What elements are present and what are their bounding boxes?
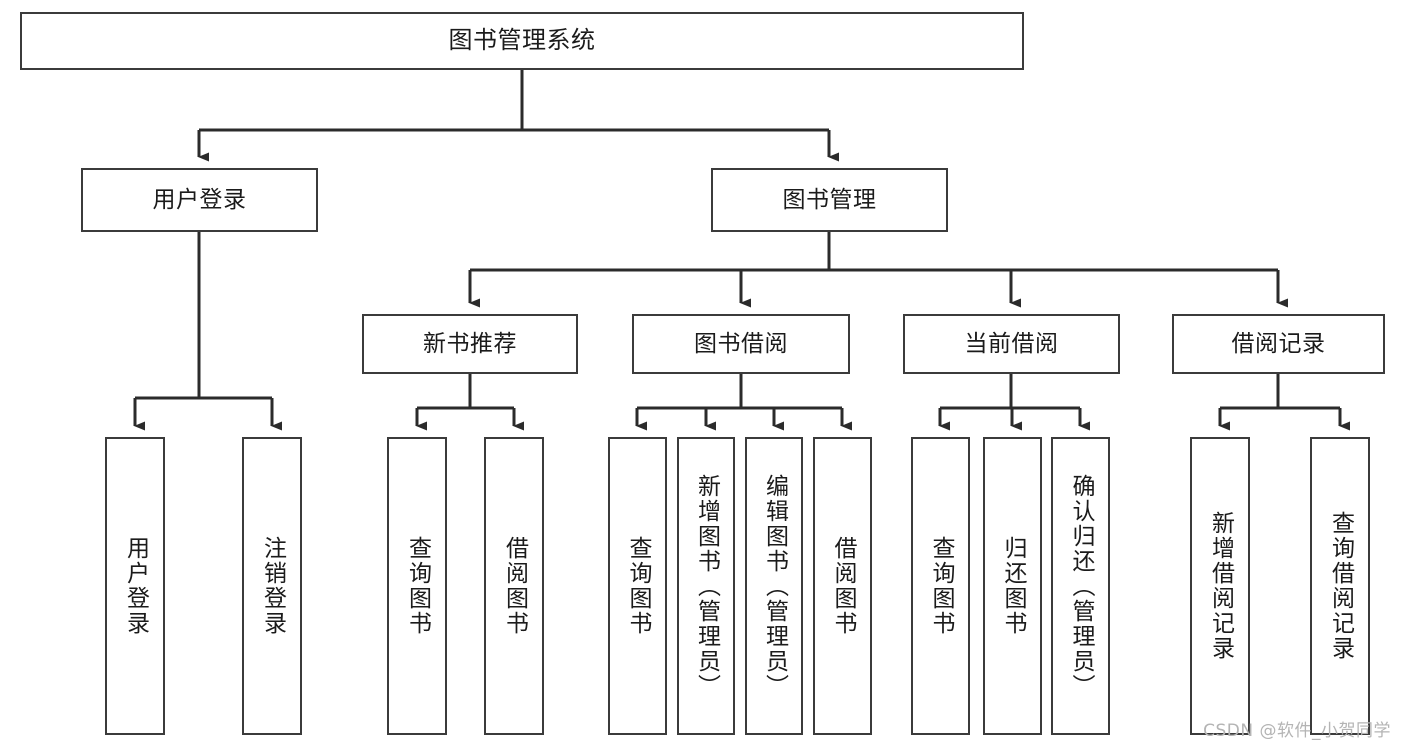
node-leaf-add-record-label: 新增借阅记录 — [1207, 511, 1234, 661]
node-book-manage[interactable]: 图书管理 — [711, 168, 948, 232]
node-leaf-query-book-1[interactable]: 查询图书 — [387, 437, 447, 735]
node-leaf-query-book-3[interactable]: 查询图书 — [911, 437, 970, 735]
csdn-watermark: CSDN @软件_小贺同学 — [1203, 721, 1391, 741]
node-leaf-user-login-label: 用户登录 — [122, 536, 149, 636]
node-leaf-borrow-book-2-label: 借阅图书 — [830, 536, 856, 636]
node-leaf-return-book[interactable]: 归还图书 — [983, 437, 1042, 735]
node-leaf-logout-label: 注销登录 — [259, 536, 286, 636]
node-current-borrow-label: 当前借阅 — [964, 330, 1059, 357]
node-leaf-query-book-1-label: 查询图书 — [404, 536, 431, 636]
node-leaf-query-book-2[interactable]: 查询图书 — [608, 437, 667, 735]
node-leaf-edit-book-label: 编辑图书（管理员） — [761, 473, 788, 699]
node-book-borrow-label: 图书借阅 — [694, 330, 788, 357]
node-book-manage-label: 图书管理 — [782, 186, 877, 213]
node-new-book-recommend-label: 新书推荐 — [423, 330, 517, 357]
node-leaf-query-record-label: 查询借阅记录 — [1327, 511, 1354, 661]
node-leaf-borrow-book-1-label: 借阅图书 — [501, 536, 528, 636]
node-borrow-record-label: 借阅记录 — [1231, 330, 1326, 357]
node-leaf-confirm-return-label: 确认归还（管理员） — [1068, 473, 1094, 699]
node-leaf-query-record[interactable]: 查询借阅记录 — [1310, 437, 1370, 735]
node-leaf-user-login[interactable]: 用户登录 — [105, 437, 165, 735]
node-leaf-logout[interactable]: 注销登录 — [242, 437, 302, 735]
node-borrow-record[interactable]: 借阅记录 — [1172, 314, 1385, 374]
node-leaf-query-book-3-label: 查询图书 — [928, 536, 954, 636]
node-leaf-add-record[interactable]: 新增借阅记录 — [1190, 437, 1250, 735]
node-leaf-confirm-return[interactable]: 确认归还（管理员） — [1051, 437, 1110, 735]
node-leaf-return-book-label: 归还图书 — [1000, 536, 1026, 636]
node-leaf-borrow-book-2[interactable]: 借阅图书 — [813, 437, 872, 735]
node-new-book-recommend[interactable]: 新书推荐 — [362, 314, 578, 374]
node-leaf-add-book[interactable]: 新增图书（管理员） — [677, 437, 735, 735]
node-root-system[interactable]: 图书管理系统 — [20, 12, 1024, 70]
node-user-login[interactable]: 用户登录 — [81, 168, 318, 232]
node-leaf-query-book-2-label: 查询图书 — [625, 536, 651, 636]
node-leaf-edit-book[interactable]: 编辑图书（管理员） — [745, 437, 803, 735]
node-current-borrow[interactable]: 当前借阅 — [903, 314, 1120, 374]
node-leaf-add-book-label: 新增图书（管理员） — [693, 473, 720, 699]
node-leaf-borrow-book-1[interactable]: 借阅图书 — [484, 437, 544, 735]
node-root-system-label: 图书管理系统 — [448, 26, 596, 55]
node-user-login-label: 用户登录 — [152, 186, 247, 213]
node-book-borrow[interactable]: 图书借阅 — [632, 314, 850, 374]
